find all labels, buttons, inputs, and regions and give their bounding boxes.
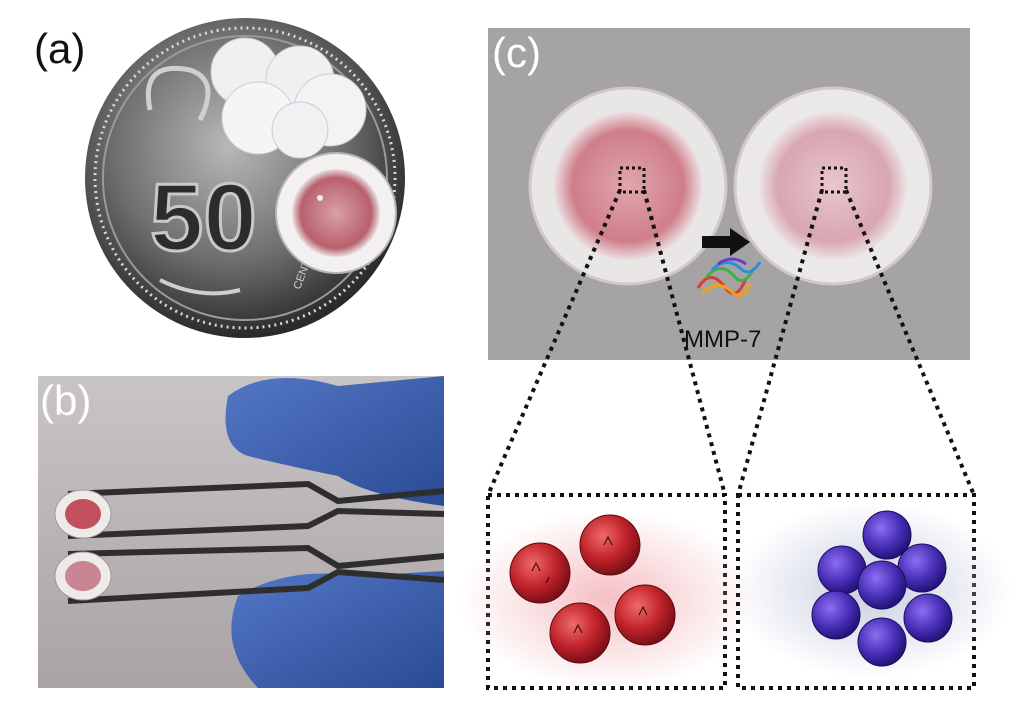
panel-a-label: (a) bbox=[34, 25, 86, 72]
panel-c-label: (c) bbox=[492, 29, 541, 76]
well-after bbox=[733, 86, 933, 286]
well-bottom bbox=[54, 551, 112, 601]
zoom-box-before bbox=[618, 166, 646, 194]
panel-c-photo bbox=[488, 28, 970, 360]
particle-schematic bbox=[440, 150, 1016, 711]
enzyme-label: MMP-7 bbox=[684, 326, 762, 353]
red-particle bbox=[614, 584, 676, 646]
red-particle bbox=[579, 514, 641, 576]
coin-denomination: 50 bbox=[150, 164, 257, 271]
glove-bottom bbox=[231, 571, 444, 688]
paper-discs bbox=[210, 37, 367, 159]
glove-top bbox=[225, 376, 444, 506]
panel-b-label: (b) bbox=[40, 377, 92, 424]
protein-structure-icon bbox=[696, 257, 762, 298]
blue-particles bbox=[811, 510, 953, 667]
tweezers bbox=[67, 480, 444, 604]
well-before bbox=[528, 86, 728, 286]
red-particle bbox=[549, 602, 611, 664]
panel-b-photo bbox=[38, 376, 444, 688]
zoom-box-after bbox=[820, 166, 848, 194]
red-particles bbox=[509, 514, 676, 664]
red-particle bbox=[509, 542, 571, 604]
zoom-lines bbox=[486, 189, 976, 496]
well-top bbox=[54, 489, 112, 539]
panel-a-photo: 50 CENTS bbox=[0, 0, 440, 370]
zoom-box-aggregated bbox=[736, 493, 976, 690]
arrow-right-icon bbox=[702, 228, 750, 256]
well-cup bbox=[275, 152, 397, 274]
